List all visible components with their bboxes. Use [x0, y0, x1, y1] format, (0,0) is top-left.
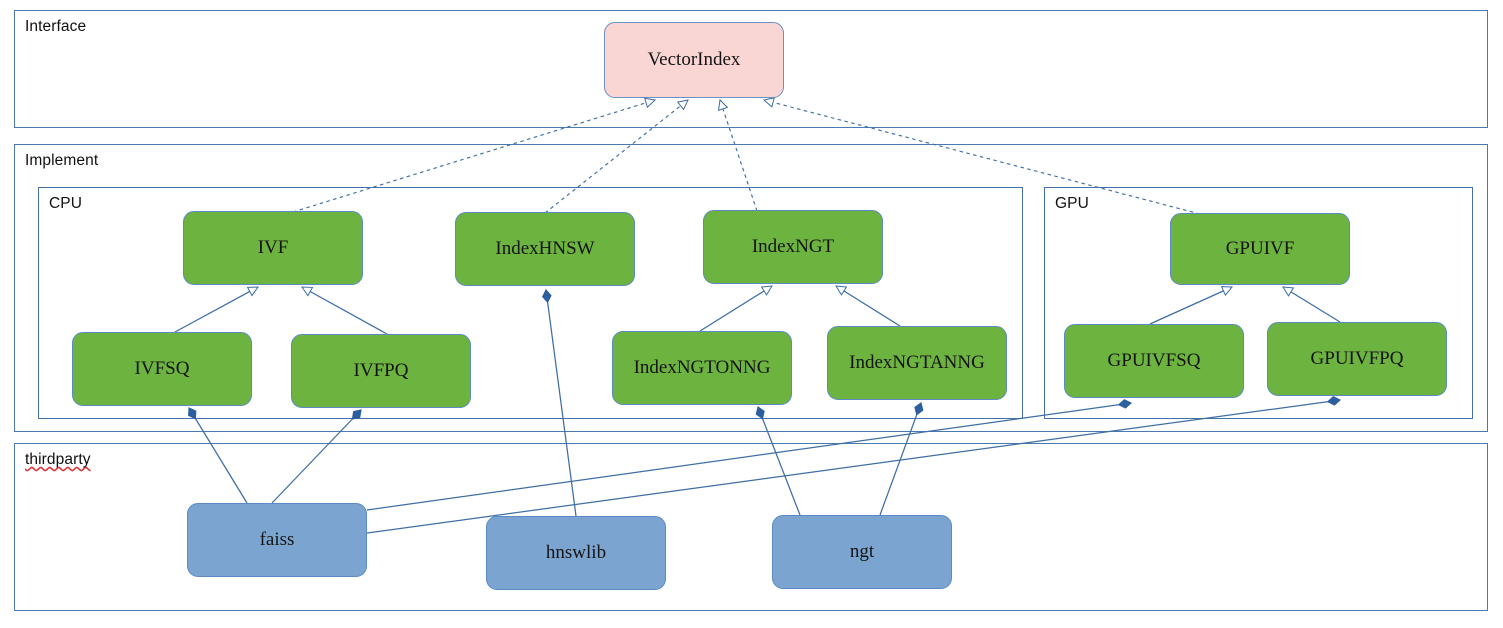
- class-node-hnswlib[interactable]: hnswlib: [486, 516, 666, 590]
- class-node-gpuivfsq[interactable]: GPUIVFSQ: [1064, 324, 1244, 398]
- class-node-vectorindex[interactable]: VectorIndex: [604, 22, 784, 98]
- class-node-gpuivfpq[interactable]: GPUIVFPQ: [1267, 322, 1447, 396]
- class-node-indexngtanng[interactable]: IndexNGTANNG: [827, 326, 1007, 400]
- frame-label-interface: Interface: [25, 18, 87, 35]
- class-node-ivf[interactable]: IVF: [183, 211, 363, 285]
- class-node-ngt[interactable]: ngt: [772, 515, 952, 589]
- class-node-ivfsq[interactable]: IVFSQ: [72, 332, 252, 406]
- frame-label-gpu: GPU: [1055, 195, 1089, 212]
- class-node-indexngtonng[interactable]: IndexNGTONNG: [612, 331, 792, 405]
- frame-label-implement: Implement: [25, 152, 99, 169]
- frame-label-thirdparty: thirdparty: [25, 451, 91, 468]
- class-node-faiss[interactable]: faiss: [187, 503, 367, 577]
- frame-label-cpu: CPU: [49, 195, 83, 212]
- class-node-gpuivf[interactable]: GPUIVF: [1170, 213, 1350, 285]
- class-node-indexhnsw[interactable]: IndexHNSW: [455, 212, 635, 286]
- class-node-ivfpq[interactable]: IVFPQ: [291, 334, 471, 408]
- class-node-indexngt[interactable]: IndexNGT: [703, 210, 883, 284]
